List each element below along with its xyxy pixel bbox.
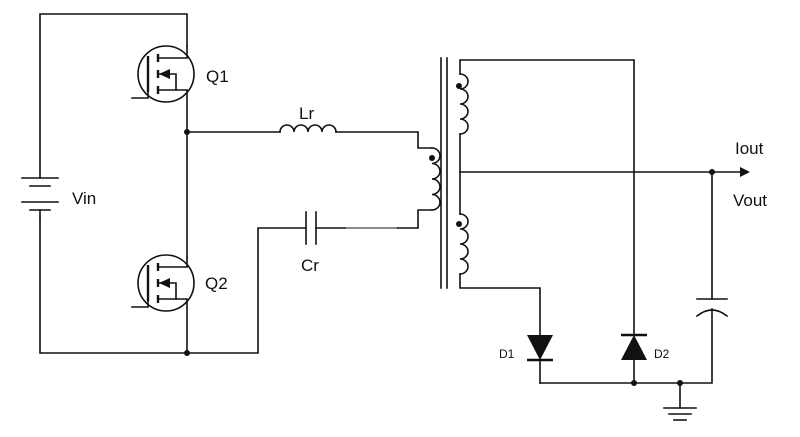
half-bridge-midpoint xyxy=(184,129,281,259)
label-iout: Iout xyxy=(735,139,764,158)
label-q1: Q1 xyxy=(206,67,229,86)
label-vin: Vin xyxy=(72,189,96,208)
transformer-secondary-lower xyxy=(456,213,541,336)
transformer-primary xyxy=(429,147,441,211)
label-vout: Vout xyxy=(733,191,767,210)
label-q2: Q2 xyxy=(205,274,228,293)
diode-d2 xyxy=(621,333,647,386)
battery-vin xyxy=(21,177,59,219)
label-lr: Lr xyxy=(299,104,314,123)
transformer-center-tap xyxy=(459,133,715,215)
ground-symbol xyxy=(663,382,697,421)
label-d1: D1 xyxy=(499,347,515,361)
diode-d1 xyxy=(527,335,553,384)
transformer-secondary-upper xyxy=(456,59,635,336)
inductor-lr xyxy=(279,124,433,149)
transformer-core xyxy=(440,57,448,289)
label-cr: Cr xyxy=(301,256,319,275)
output-capacitor xyxy=(679,171,729,384)
mosfet-q1 xyxy=(131,45,195,133)
mosfet-q2 xyxy=(131,254,195,356)
output-terminal xyxy=(711,167,750,177)
return-path xyxy=(539,380,683,386)
label-d2: D2 xyxy=(654,347,670,361)
capacitor-cr xyxy=(186,209,433,354)
input-loop-wires xyxy=(39,13,188,354)
